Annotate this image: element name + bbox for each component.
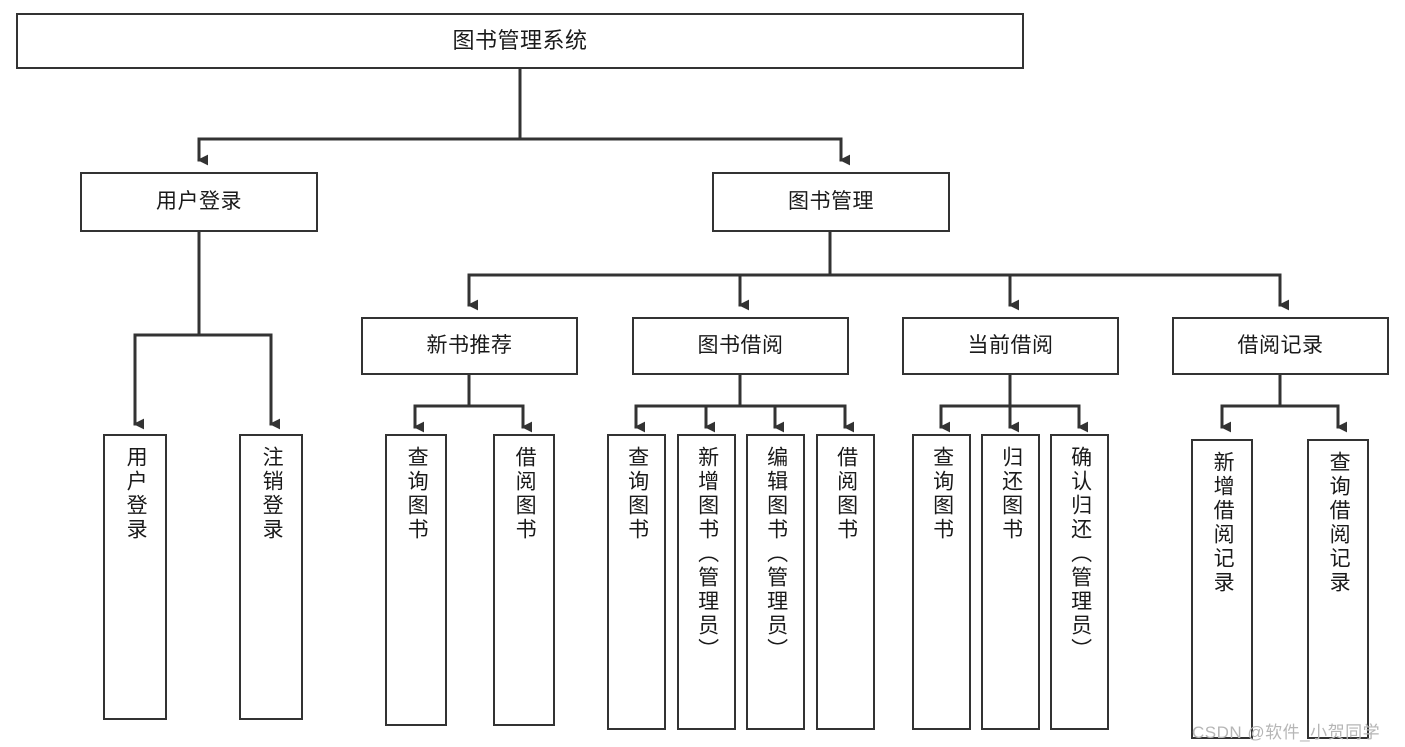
leaf-query-book-1[interactable]: 查询图书 [385, 434, 447, 726]
node-current-borrow[interactable]: 当前借阅 [902, 317, 1119, 375]
leaf-query-book-1-label: 查询图书 [405, 446, 429, 542]
node-root-label: 图书管理系统 [452, 27, 588, 53]
leaf-add-record[interactable]: 新增借阅记录 [1191, 439, 1253, 739]
leaf-return-book-label: 归还图书 [999, 446, 1023, 542]
node-borrow-record[interactable]: 借阅记录 [1172, 317, 1389, 375]
node-root-system[interactable]: 图书管理系统 [16, 13, 1024, 69]
leaf-add-book[interactable]: 新增图书（管理员） [677, 434, 736, 730]
leaf-logout-label: 注销登录 [260, 446, 284, 542]
node-borrow-record-label: 借阅记录 [1237, 334, 1324, 358]
node-new-book-rec[interactable]: 新书推荐 [361, 317, 578, 375]
node-current-borrow-label: 当前借阅 [967, 334, 1054, 358]
node-new-book-rec-label: 新书推荐 [426, 334, 513, 358]
leaf-query-record[interactable]: 查询借阅记录 [1307, 439, 1369, 739]
leaf-edit-book-label: 编辑图书（管理员） [764, 446, 788, 662]
leaf-borrow-book-2-label: 借阅图书 [834, 446, 858, 542]
leaf-query-record-label: 查询借阅记录 [1327, 451, 1351, 595]
leaf-query-book-3[interactable]: 查询图书 [912, 434, 971, 730]
node-book-borrow[interactable]: 图书借阅 [632, 317, 849, 375]
leaf-add-record-label: 新增借阅记录 [1211, 451, 1235, 595]
leaf-confirm-return[interactable]: 确认归还（管理员） [1050, 434, 1109, 730]
leaf-edit-book[interactable]: 编辑图书（管理员） [746, 434, 805, 730]
leaf-user-login[interactable]: 用户登录 [103, 434, 167, 720]
node-book-manage-label: 图书管理 [788, 190, 874, 214]
leaf-borrow-book-1[interactable]: 借阅图书 [493, 434, 555, 726]
leaf-logout[interactable]: 注销登录 [239, 434, 303, 720]
leaf-query-book-2-label: 查询图书 [625, 446, 649, 542]
leaf-user-login-label: 用户登录 [124, 446, 148, 542]
leaf-borrow-book-1-label: 借阅图书 [513, 446, 537, 542]
leaf-return-book[interactable]: 归还图书 [981, 434, 1040, 730]
leaf-confirm-return-label: 确认归还（管理员） [1068, 446, 1092, 662]
leaf-borrow-book-2[interactable]: 借阅图书 [816, 434, 875, 730]
node-user-login[interactable]: 用户登录 [80, 172, 318, 232]
node-user-login-label: 用户登录 [156, 190, 242, 214]
node-book-borrow-label: 图书借阅 [697, 334, 784, 358]
leaf-query-book-3-label: 查询图书 [930, 446, 954, 542]
leaf-add-book-label: 新增图书（管理员） [695, 446, 719, 662]
leaf-query-book-2[interactable]: 查询图书 [607, 434, 666, 730]
node-book-manage[interactable]: 图书管理 [712, 172, 950, 232]
